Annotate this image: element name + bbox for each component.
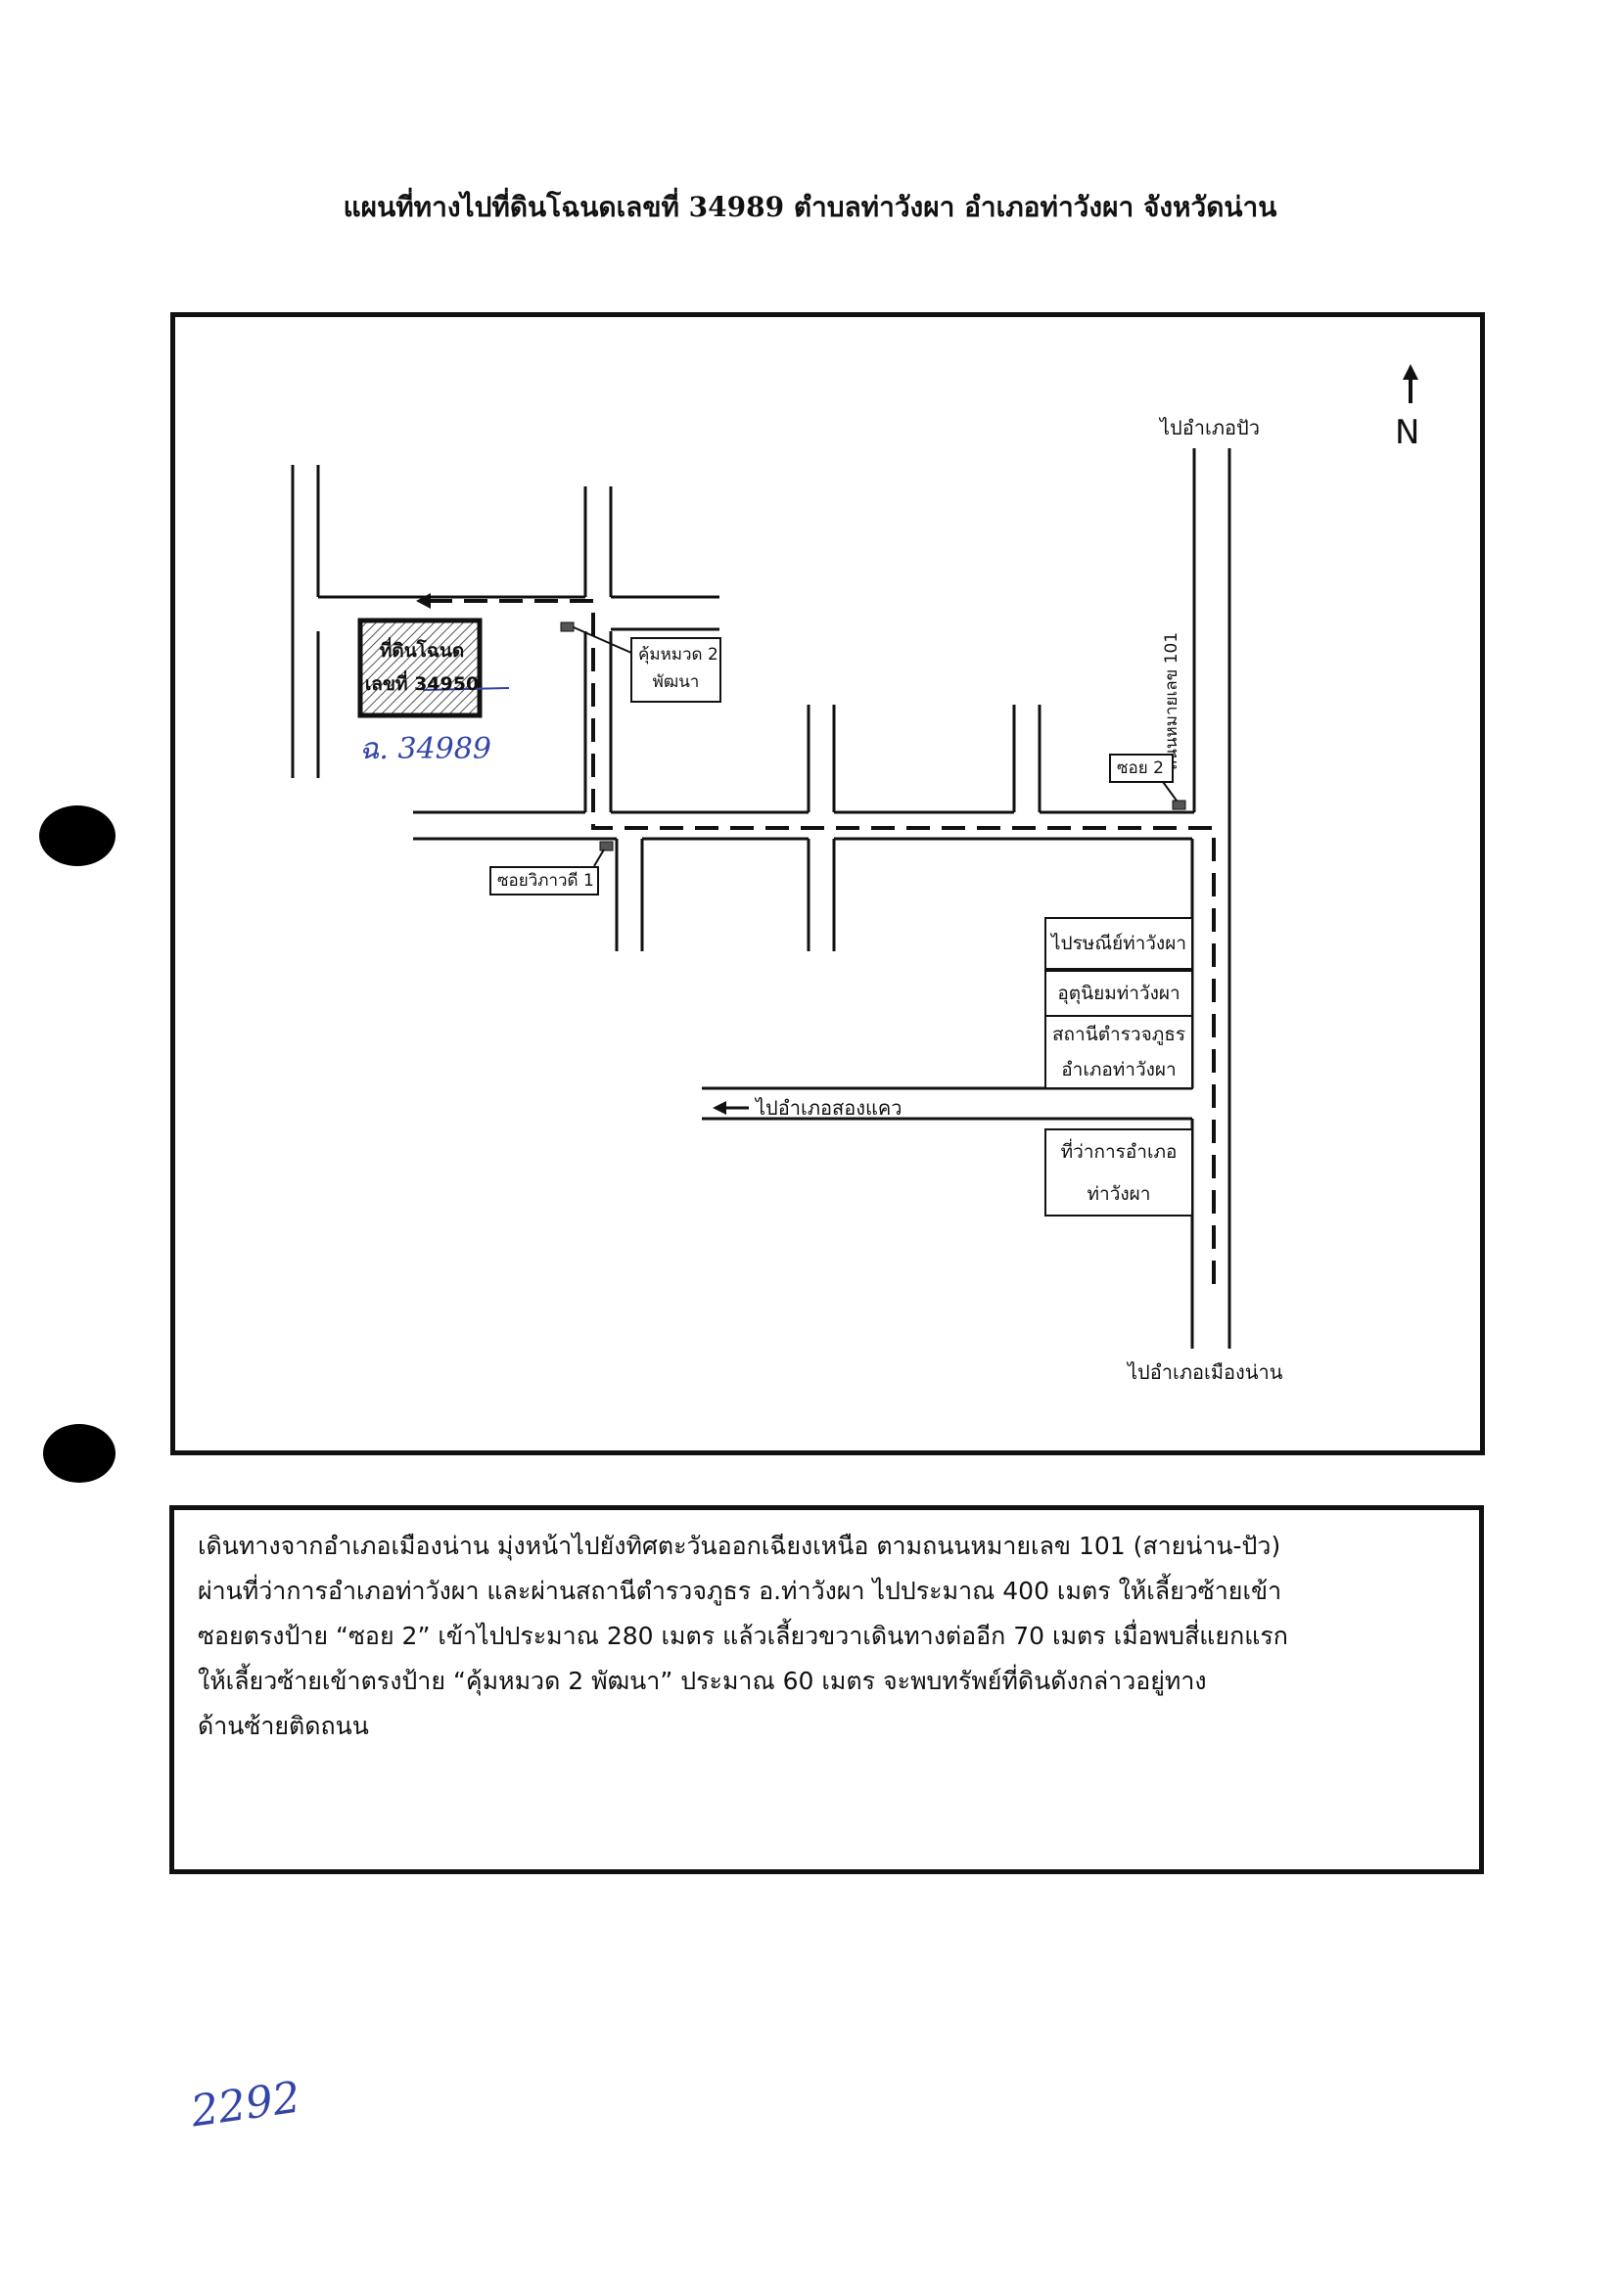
sign-soi-2-text: ซอย 2 <box>1117 758 1164 778</box>
directions-line: เดินทางจากอำเภอเมืองน่าน มุ่งหน้าไปยังทิ… <box>198 1532 1281 1560</box>
label-road-101: ถนนหมายเลข 101 <box>1162 631 1181 770</box>
sign-soi-wiphawadi-text: ซอยวิภาวดี 1 <box>497 871 594 891</box>
sign-soi-wiphawadi: ซอยวิภาวดี 1 <box>489 866 599 895</box>
label-to-song-khwae: ไปอำเภอสองแคว <box>756 1096 903 1120</box>
weather-station: อุตุนิยมท่าวังผา <box>1044 970 1193 1017</box>
label-to-pua: ไปอำเภอปัว <box>1160 416 1260 439</box>
land-line2: เลขที่ 34950 <box>364 673 480 695</box>
district-line1: ที่ว่าการอำเภอ <box>1060 1140 1178 1163</box>
land-line1: ที่ดินโฉนด <box>379 640 465 662</box>
police-line2: อำเภอท่าวังผา <box>1061 1059 1177 1080</box>
directions-box: เดินทางจากอำเภอเมืองน่าน มุ่งหน้าไปยังทิ… <box>169 1505 1484 1874</box>
route-dashes <box>423 599 1216 1284</box>
police-line1: สถานีตำรวจภูธร <box>1051 1024 1186 1045</box>
police-station: สถานีตำรวจภูธร อำเภอท่าวังผา <box>1044 1015 1193 1089</box>
sign-khum-line1: คุ้มหมวด 2 <box>638 645 718 665</box>
district-office: ที่ว่าการอำเภอ ท่าวังผา <box>1044 1128 1193 1217</box>
sign-marker <box>1172 800 1186 810</box>
punch-hole <box>43 1424 116 1483</box>
strike-line <box>422 687 510 691</box>
directions-line: ผ่านที่ว่าการอำเภอท่าวังผา และผ่านสถานีต… <box>198 1577 1282 1605</box>
north-arrow-icon <box>1403 364 1418 403</box>
sign-marker <box>560 621 575 632</box>
left-arrow-icon <box>713 1101 749 1115</box>
land-parcel <box>357 618 483 718</box>
post-office-text: ไปรษณีย์ท่าวังผา <box>1050 933 1187 954</box>
punch-hole <box>39 805 116 866</box>
post-office: ไปรษณีย์ท่าวังผา <box>1044 917 1193 970</box>
sign-khum: คุ้มหมวด 2 พัฒนา <box>630 637 721 703</box>
route-arrow-head <box>416 593 431 609</box>
district-line2: ท่าวังผา <box>1087 1182 1151 1205</box>
page-title: แผนที่ทางไปที่ดินโฉนดเลขที่ 34989 ตำบลท่… <box>343 191 1277 223</box>
road-lines <box>291 448 1231 1349</box>
sign-khum-line2: พัฒนา <box>652 672 700 692</box>
directions-line: ให้เลี้ยวซ้ายเข้าตรงป้าย “คุ้มหมวด 2 พัฒ… <box>198 1667 1207 1695</box>
map-frame <box>170 312 1485 1455</box>
sign-soi-2: ซอย 2 <box>1109 754 1174 783</box>
label-to-nan: ไปอำเภอเมืองน่าน <box>1128 1360 1283 1384</box>
north-label: N <box>1395 413 1420 452</box>
directions-line: ซอยตรงป้าย “ซอย 2” เข้าไปประมาณ 280 เมตร… <box>198 1622 1288 1650</box>
handwritten-deed-number: ฉ. 34989 <box>359 732 491 766</box>
weather-station-text: อุตุนิยมท่าวังผา <box>1057 983 1180 1004</box>
sign-marker <box>599 841 614 851</box>
directions-line: ด้านซ้ายติดถนน <box>198 1712 369 1740</box>
land-parcel-label: ที่ดินโฉนด เลขที่ 34950 <box>364 634 480 701</box>
